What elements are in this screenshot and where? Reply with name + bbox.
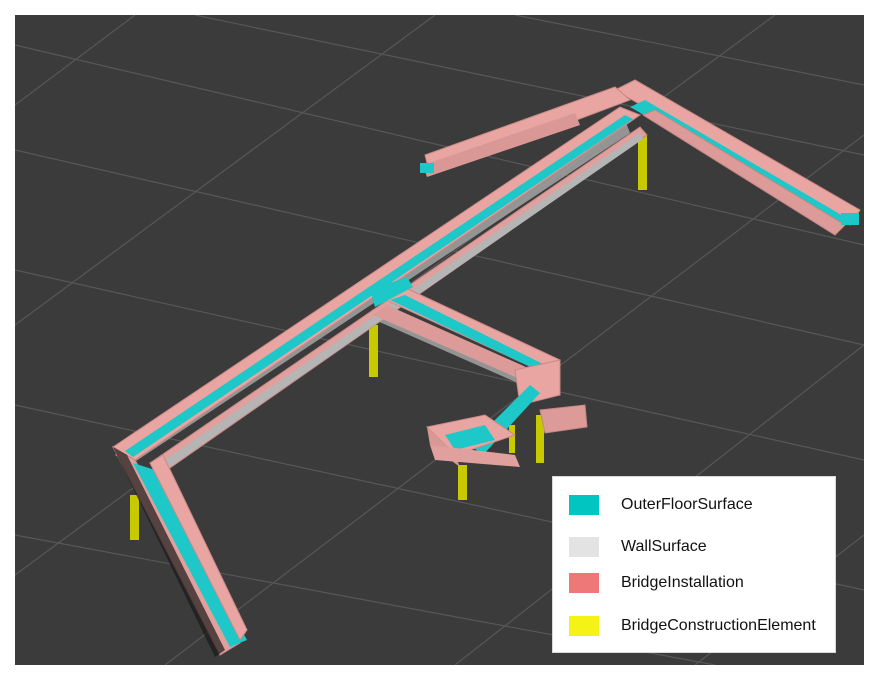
bridge-scene [15,15,864,665]
3d-viewport [15,15,864,665]
legend-item-bridge-construction-element: BridgeConstructionElement [569,614,816,638]
legend-item-outer-floor-surface: OuterFloorSurface [569,493,753,517]
branch-walkway [370,277,561,390]
stair-tower [425,359,588,467]
legend-label: BridgeConstructionElement [621,617,816,634]
legend-item-wall-surface: WallSurface [569,535,707,559]
bridge-pillars [130,135,647,540]
legend: OuterFloorSurface WallSurface BridgeInst… [552,476,836,653]
legend-item-bridge-installation: BridgeInstallation [569,571,744,595]
upper-right-arm [613,79,861,236]
legend-swatch [569,616,599,636]
legend-swatch [569,573,599,593]
pillar [369,325,378,377]
upper-left-arm [420,86,631,177]
legend-label: OuterFloorSurface [621,496,753,513]
left-staircase [111,445,248,657]
legend-swatch [569,537,599,557]
legend-swatch [569,495,599,515]
legend-label: BridgeInstallation [621,574,744,591]
pillar [638,135,647,190]
pillar [458,465,467,500]
legend-label: WallSurface [621,538,707,555]
pillar [130,495,139,540]
pillar [536,415,544,463]
pillar [509,425,515,453]
